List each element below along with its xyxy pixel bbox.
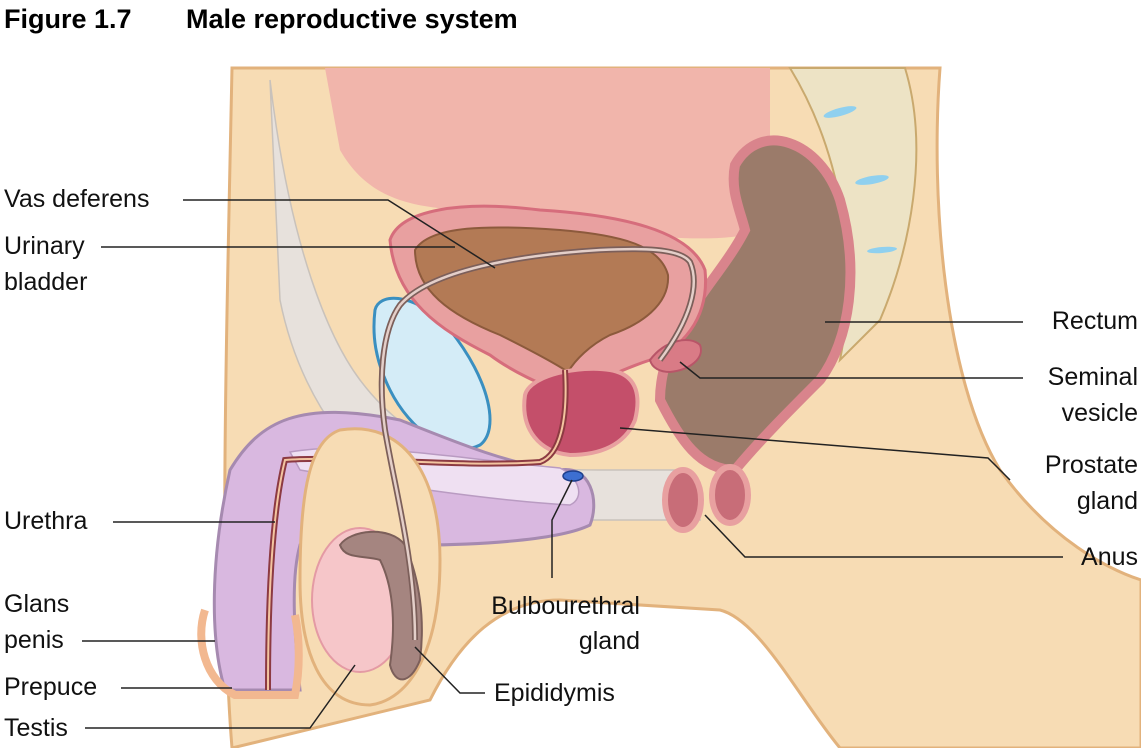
label-anus: Anus xyxy=(1081,543,1138,571)
figure-number: Figure 1.7 xyxy=(4,4,132,34)
label-bulbourethral-gland-line2: gland xyxy=(578,627,640,655)
rectum xyxy=(654,135,856,476)
spine-discs xyxy=(823,106,897,254)
label-prepuce: Prepuce xyxy=(4,673,98,701)
leader-anus xyxy=(704,514,1063,558)
label-urinary-bladder-line1: Urinary xyxy=(4,232,85,260)
leader-prostate-gland xyxy=(619,427,1011,481)
label-prostate-gland-line1: Prostate xyxy=(1044,451,1138,479)
leader-testis xyxy=(85,664,356,729)
label-urinary-bladder-line2: bladder xyxy=(4,268,88,296)
label-testis: Testis xyxy=(4,714,68,742)
anal-sphincter xyxy=(709,464,751,526)
sacrum xyxy=(788,67,918,364)
figure-caption: Male reproductive system xyxy=(186,4,518,34)
bulbourethral-gland xyxy=(562,470,584,482)
prepuce xyxy=(197,608,303,699)
label-prostate-gland-line2: gland xyxy=(1076,487,1138,515)
label-seminal-vesicle-line1: Seminal xyxy=(1047,363,1138,391)
leader-seminal-vesicle xyxy=(679,361,1023,379)
leader-vas-deferens xyxy=(183,199,496,269)
label-glans-penis-line2: penis xyxy=(4,626,64,654)
label-vas-deferens: Vas deferens xyxy=(4,185,150,213)
leader-epididymis xyxy=(414,646,485,694)
label-seminal-vesicle-line2: vesicle xyxy=(1061,399,1138,427)
bladder-lumen xyxy=(413,226,670,374)
figure-title: Figure 1.7 Male reproductive system xyxy=(4,4,518,35)
leader-lines xyxy=(82,199,1063,729)
label-rectum: Rectum xyxy=(1051,307,1138,335)
abdominal-cavity xyxy=(325,68,770,239)
leader-bulbourethral-gland xyxy=(551,479,573,578)
label-epididymis: Epididymis xyxy=(494,679,615,707)
epididymis xyxy=(338,530,423,681)
label-glans-penis-line1: Glans xyxy=(4,590,70,618)
label-bulbourethral-gland-line1: Bulbourethral xyxy=(491,592,640,620)
anal-sphincter-front xyxy=(662,467,704,533)
prostate-gland xyxy=(522,366,640,458)
label-urethra: Urethra xyxy=(4,507,88,535)
vas-deferens-core xyxy=(380,247,695,641)
